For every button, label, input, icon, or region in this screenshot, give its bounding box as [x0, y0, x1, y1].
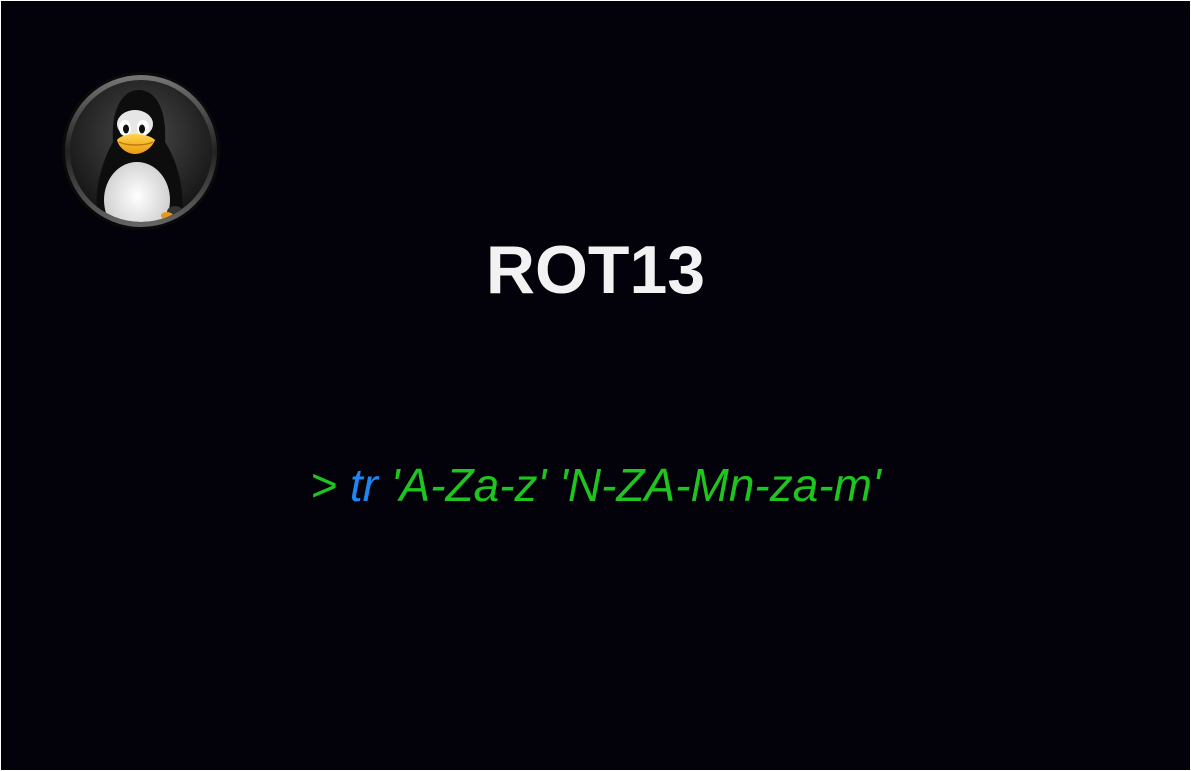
tux-penguin-icon	[60, 72, 222, 232]
command-prompt: >	[310, 459, 338, 511]
slide-title: ROT13	[485, 232, 706, 308]
command-arguments: 'A-Za-z' 'N-ZA-Mn-za-m'	[390, 459, 881, 511]
shell-command: > tr 'A-Za-z' 'N-ZA-Mn-za-m'	[1, 457, 1190, 513]
command-name: tr	[349, 459, 378, 511]
